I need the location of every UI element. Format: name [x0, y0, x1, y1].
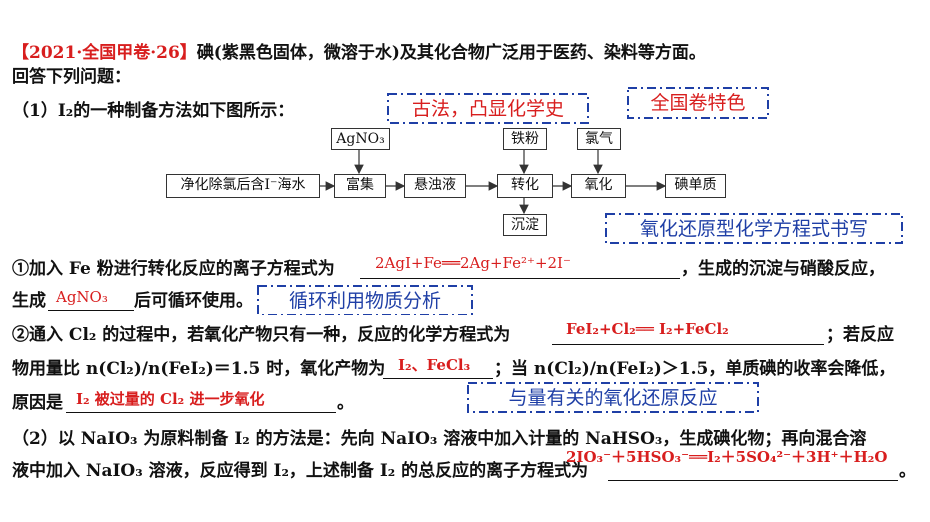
flow-box-precipitate: 沉淀 — [503, 214, 547, 236]
flow-box-suspension: 悬浊液 — [404, 174, 466, 198]
frame-feature — [627, 87, 769, 119]
part2-answer: 2IO₃⁻＋5HSO₃⁻══I₂＋5SO₄²⁻＋3H⁺＋H₂O — [566, 448, 888, 466]
prompt-text: 回答下列问题： — [12, 67, 131, 87]
flow-box-chlorine: 氯气 — [577, 128, 621, 150]
flow-box-agno3: AgNO₃ — [331, 128, 390, 150]
flow-box-enrich: 富集 — [334, 174, 386, 198]
tag-history: 古法，凸显化学史 — [390, 96, 586, 122]
q2-answer-c: I₂、FeCl₃ — [398, 356, 471, 374]
flow-box-iron: 铁粉 — [503, 128, 547, 150]
part2-line2: 液中加入 NaIO₃ 溶液，反应得到 I₂，上述制备 I₂ 的总反应的离子方程式… — [12, 461, 589, 481]
frame-amount — [467, 382, 759, 413]
source-label: 【2021·全国甲卷·26】 — [12, 43, 197, 63]
q2-answer-e: I₂ 被过量的 Cl₂ 进一步氧化 — [76, 390, 265, 408]
q2-text-c: 物用量比 n(Cl₂)/n(FeI₂)＝1.5 时，氧化产物为 — [12, 359, 386, 379]
frame-redox — [605, 213, 903, 244]
tag-feature: 全国卷特色 — [630, 90, 766, 116]
q2-text-d: ；当 n(Cl₂)/n(FeI₂)＞1.5，单质碘的收率会降低， — [494, 359, 896, 379]
q1-blank-c — [48, 290, 134, 311]
q2-text-a: ②通入 Cl₂ 的过程中，若氧化产物只有一种，反应的化学方程式为 — [12, 325, 511, 345]
q1-text-c: 生成 — [12, 291, 46, 311]
part1-lead: （1）I₂的一种制备方法如下图所示： — [12, 101, 295, 121]
q1-text-a: ①加入 Fe 粉进行转化反应的离子方程式为 — [12, 259, 335, 279]
q1-blank-a — [360, 258, 680, 279]
q2-blank-c — [383, 358, 493, 379]
q2-blank-e — [66, 392, 336, 413]
part2-line2-end: 。 — [899, 461, 916, 481]
q1-answer-a: 2AgI+Fe══2Ag+Fe²⁺+2I⁻ — [375, 254, 571, 272]
q2-text-f: 。 — [337, 393, 354, 413]
frame-recycle — [257, 285, 473, 315]
part2-line1: （2）以 NaIO₃ 为原料制备 I₂ 的方法是：先向 NaIO₃ 溶液中加入计… — [12, 429, 867, 449]
q2-blank-a — [552, 324, 824, 345]
part2-blank — [608, 460, 898, 481]
tag-redox: 氧化还原型化学方程式书写 — [608, 216, 900, 242]
header-line: 【2021·全国甲卷·26】碘(紫黑色固体，微溶于水)及其化合物广泛用于医药、染… — [12, 42, 706, 64]
q1-text-b: ，生成的沉淀与硝酸反应， — [681, 259, 885, 279]
flow-box-oxidize: 氧化 — [571, 174, 626, 198]
q2-text-b: ；若反应 — [826, 325, 894, 345]
flow-box-source: 净化除氯后含I⁻海水 — [166, 174, 320, 198]
q1-answer-c: AgNO₃ — [56, 288, 108, 306]
tag-amount: 与量有关的氧化还原反应 — [470, 385, 756, 411]
flow-box-product: 碘单质 — [665, 174, 726, 198]
frame-history — [387, 93, 589, 124]
q2-text-e: 原因是 — [12, 393, 63, 413]
tag-recycle: 循环利用物质分析 — [260, 288, 470, 314]
flow-box-convert: 转化 — [497, 174, 553, 198]
q2-answer-a: FeI₂+Cl₂══ I₂+FeCl₂ — [566, 320, 729, 338]
q1-text-d: 后可循环使用。 — [134, 291, 253, 311]
intro-text: 碘(紫黑色固体，微溶于水)及其化合物广泛用于医药、染料等方面。 — [196, 43, 706, 63]
